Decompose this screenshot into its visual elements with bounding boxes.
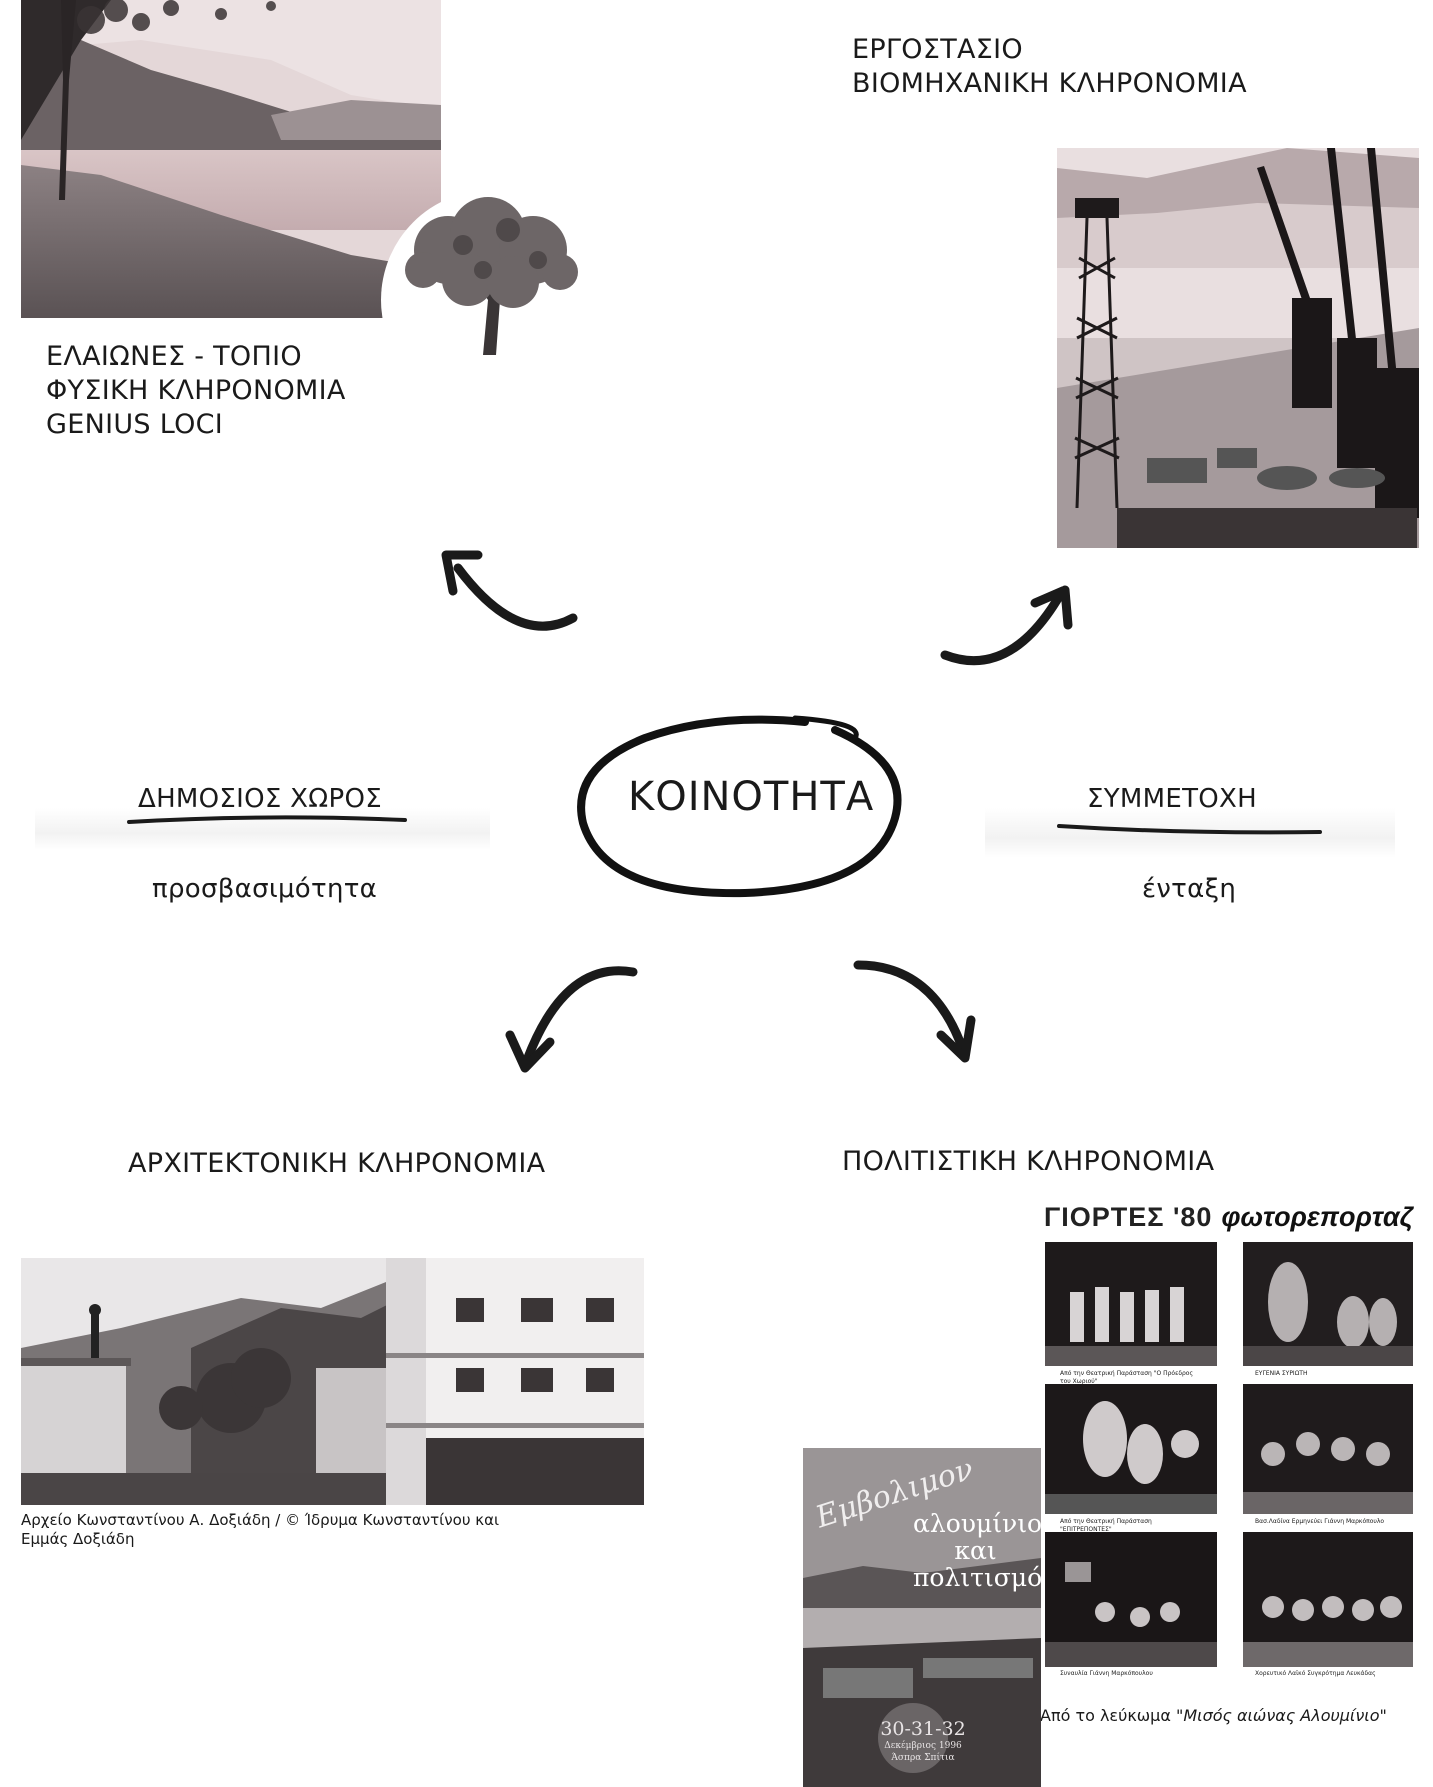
arrow-to-top-right	[940, 585, 1073, 666]
architecture-photo	[21, 1258, 644, 1505]
arrow-to-bottom-right	[853, 960, 976, 1063]
magazine-caption-1: Από την Θεατρική Παράσταση "Ο Πρόεδρος τ…	[1060, 1370, 1193, 1385]
magazine-page: ΓΙΟΡΤΕΣ '80 φωτορεπορταζ Από την Θεατρικ…	[1040, 1202, 1418, 1727]
center-ellipse	[577, 715, 902, 898]
label-participation: ΣΥΜΜΕΤΟΧΗ	[1087, 784, 1258, 814]
book-cover: Εμβολιμον αλουμίνιο και πολιτισμός 30-31…	[803, 1448, 1041, 1787]
magazine-photo-3	[1045, 1384, 1217, 1514]
magazine-photo-4	[1243, 1384, 1413, 1514]
olive-tree-image	[388, 190, 593, 355]
label-cultural-heritage: ΠΟΛΙΤΙΣΤΙΚΗ ΚΛΗΡΟΝΟΜΙΑ	[842, 1146, 1215, 1177]
arrow-to-bottom-left	[505, 966, 638, 1073]
magazine-caption-5: Συναυλία Γιάννη Μαρκόπουλου	[1060, 1670, 1153, 1677]
label-olive-groves: ΕΛΑΙΩΝΕΣ - ΤΟΠΙΟ ΦΥΣΙΚΗ ΚΛΗΡΟΝΟΜΙΑ GENIU…	[46, 341, 346, 440]
magazine-caption-4: Βασ.Λαδίνα Ερμηνεύει Γιάννη Μαρκόπουλο	[1255, 1518, 1385, 1525]
magazine-photo-1	[1045, 1242, 1217, 1366]
left-shadow-band	[35, 808, 490, 850]
book-footer: 30-31-32 Δεκέμβριος 1996 Άσπρα Σπίτια	[880, 1718, 966, 1763]
factory-cranes-photo	[1057, 148, 1419, 548]
label-integration: ένταξη	[1142, 874, 1237, 904]
magazine-photo-5	[1045, 1532, 1217, 1667]
magazine-header-right: φωτορεπορταζ	[1221, 1202, 1413, 1232]
label-architectural-heritage: ΑΡΧΙΤΕΚΤΟΝΙΚΗ ΚΛΗΡΟΝΟΜΙΑ	[128, 1148, 546, 1179]
magazine-header-left: ΓΙΟΡΤΕΣ '80	[1044, 1202, 1213, 1232]
label-public-space: ΔΗΜΟΣΙΟΣ ΧΩΡΟΣ	[138, 784, 382, 814]
magazine-caption-2: ΕΥΓΕΝΙΑ ΣΥΡΙΩΤΗ	[1255, 1370, 1308, 1377]
underline-participation	[1057, 824, 1322, 835]
arrow-to-top-left	[441, 550, 578, 631]
architecture-caption: Αρχείο Κωνσταντίνου Α. Δοξιάδη / © Ίδρυμ…	[21, 1511, 500, 1548]
underline-public-space	[127, 815, 407, 824]
album-caption: Από το λεύκωμα "Μισός αιώνας Αλουμίνιο"	[1040, 1706, 1387, 1725]
magazine-header: ΓΙΟΡΤΕΣ '80 φωτορεπορταζ	[1044, 1202, 1418, 1236]
magazine-caption-3: Από την Θεατρική Παράσταση "ΕΠΙΤΡΕΠΟΝΤΕΣ…	[1060, 1518, 1152, 1533]
magazine-caption-6: Χορευτικό Λαϊκό Συγκρότημα Λευκάδας	[1255, 1670, 1376, 1677]
olive-grove-landscape-photo	[21, 0, 441, 318]
book-title: αλουμίνιο και πολιτισμός	[913, 1509, 1041, 1592]
label-factory: ΕΡΓΟΣΤΑΣΙΟ ΒΙΟΜΗΧΑΝΙΚΗ ΚΛΗΡΟΝΟΜΙΑ	[852, 34, 1247, 99]
magazine-photo-2	[1243, 1242, 1413, 1366]
center-title: ΚΟΙΝΟΤΗΤΑ	[628, 774, 875, 820]
label-accessibility: προσβασιμότητα	[152, 874, 378, 904]
magazine-photo-6	[1243, 1532, 1413, 1667]
